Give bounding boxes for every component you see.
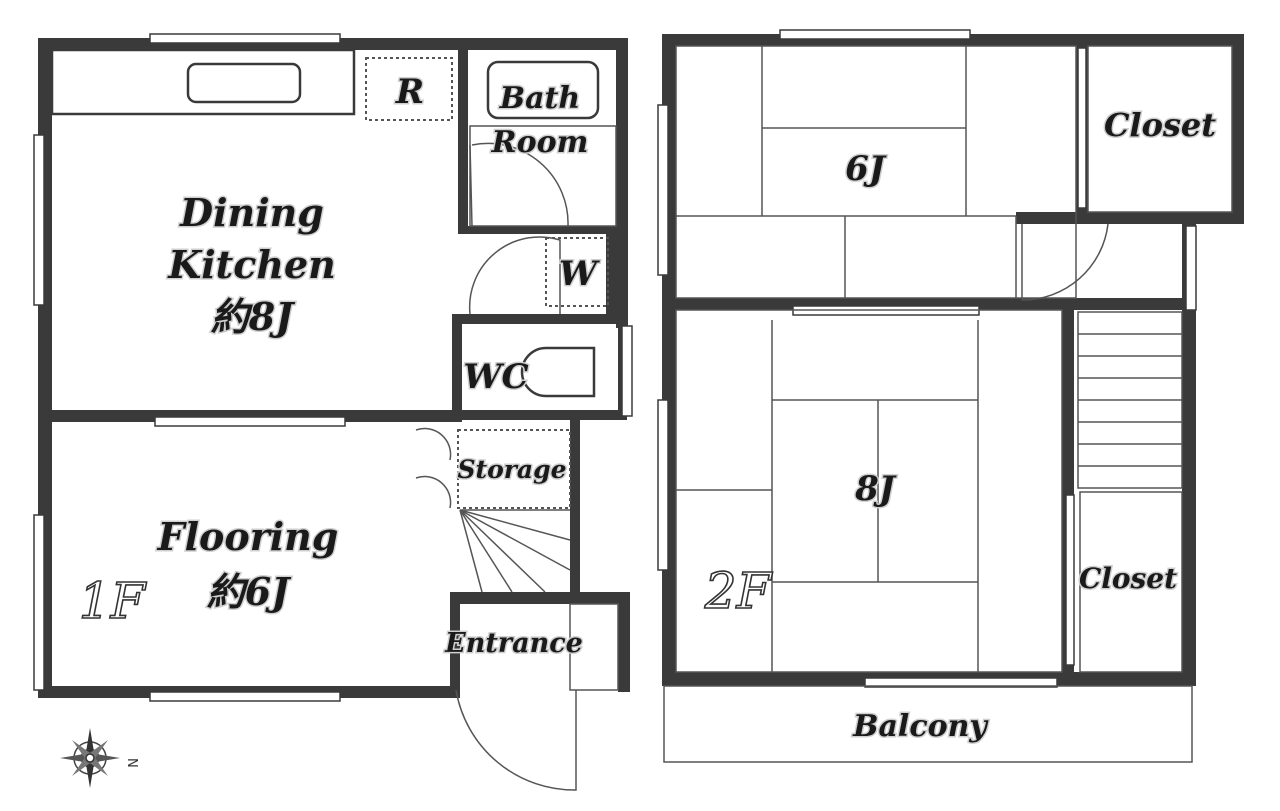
dining-kitchen-label-line2: Kitchen <box>167 242 336 287</box>
window <box>154 416 346 427</box>
bath-room-label-line1: Bath <box>499 81 580 116</box>
window <box>1065 494 1075 666</box>
winding-stair <box>459 509 571 593</box>
closet-top <box>1087 45 1233 213</box>
dining-kitchen-label-line1: Dining <box>179 190 324 235</box>
window <box>657 104 669 276</box>
washroom-door-swing <box>468 236 561 315</box>
compass-rose-icon <box>60 728 120 788</box>
window <box>864 677 1058 688</box>
straight-stair <box>1077 311 1183 489</box>
window <box>779 29 971 40</box>
window <box>149 691 341 702</box>
bath-door-swing <box>469 142 569 227</box>
shoe-cabinet <box>569 603 619 691</box>
closet-bottom-label: Closet <box>1079 562 1177 595</box>
entrance-label: Entrance <box>444 628 583 659</box>
kitchen-counter <box>50 48 356 116</box>
balcony-label: Balcony <box>852 709 989 744</box>
refrigerator-space <box>365 57 453 121</box>
tatami-room-6j <box>675 45 1077 299</box>
tatami-room-8j <box>675 309 1063 673</box>
closet-top-label: Closet <box>1104 106 1216 144</box>
storage-door-swings <box>415 427 452 509</box>
window <box>149 33 341 44</box>
room-6j-label: 6J <box>845 149 887 189</box>
bath-room-label-line2: Room <box>491 125 589 160</box>
dining-kitchen-size: 約8J <box>211 294 296 339</box>
washer-label: W <box>559 254 600 294</box>
second-floor-plan: 6J Closet 8J Closet Balcony 2F <box>657 29 1244 763</box>
toilet <box>520 346 596 398</box>
storage-closet <box>457 429 571 509</box>
wc-label: WC <box>463 357 528 397</box>
window <box>33 514 45 691</box>
window <box>1077 47 1087 209</box>
entrance-door-swing <box>455 689 577 791</box>
balcony <box>663 685 1193 763</box>
window <box>33 134 45 306</box>
window <box>621 325 633 417</box>
kitchen-sink <box>186 62 302 104</box>
first-floor-plan: R Bath Room Dining Kitchen 約8J W WC Stor… <box>33 33 633 791</box>
floor-label-1f: 1F <box>79 572 148 630</box>
flooring-label: Flooring <box>157 514 339 559</box>
floor-label-2f: 2F <box>704 562 774 620</box>
window <box>1185 225 1197 311</box>
flooring-size: 約6J <box>207 569 292 614</box>
window <box>657 399 669 571</box>
bathroom-floor <box>469 125 617 227</box>
north-label: N <box>124 758 139 768</box>
room-8j-label: 8J <box>854 469 897 509</box>
closet-bottom <box>1079 491 1183 673</box>
bathtub <box>486 60 600 120</box>
refrigerator-label: R <box>395 72 424 112</box>
storage-label: Storage <box>457 455 566 484</box>
bedroom-door-swing <box>1021 223 1109 301</box>
washer-space <box>545 237 609 307</box>
